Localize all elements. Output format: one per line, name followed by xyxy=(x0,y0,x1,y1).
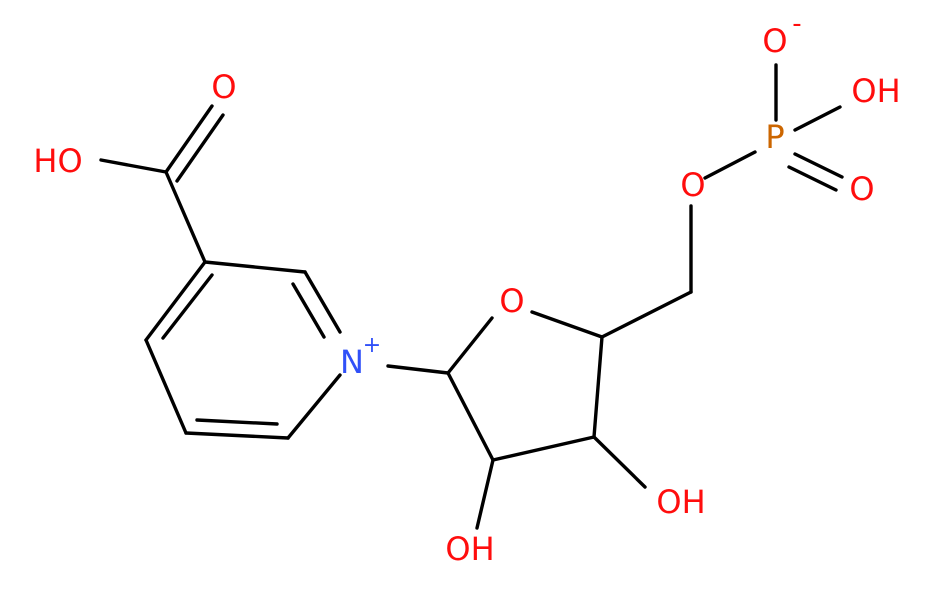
bond-c2-oh xyxy=(475,458,495,530)
bond-ring-5 xyxy=(144,338,188,435)
bond-c2-c1 xyxy=(446,371,495,462)
bond-ring-2 xyxy=(303,270,342,334)
bond-ring-6-inner xyxy=(161,273,214,340)
bond-n-c1 xyxy=(386,364,450,375)
atom-oh-phosphate: OH xyxy=(851,72,900,110)
charge-minus: - xyxy=(792,9,801,39)
atom-n-pyridinium: N xyxy=(340,343,364,381)
bond-c-o-double-b xyxy=(175,113,225,183)
bond-o-c4 xyxy=(530,310,604,339)
bond-c3-oh xyxy=(592,435,647,489)
atom-o-minus: O xyxy=(762,22,787,60)
atom-o-carbonyl: O xyxy=(211,68,236,106)
atom-oh-c2: OH xyxy=(445,530,494,568)
bond-c4-c5 xyxy=(600,290,693,339)
bond-ring-3 xyxy=(286,373,342,440)
bond-p-o-double-b xyxy=(787,165,838,192)
bond-ring-2-inner xyxy=(291,282,326,339)
bond-c-o-double-a xyxy=(164,104,214,174)
atom-oh-c3: OH xyxy=(656,483,705,521)
atom-phosphorus: P xyxy=(765,118,784,156)
bond-c1-o xyxy=(446,316,494,375)
bond-ring-4-inner xyxy=(195,418,279,426)
bond-ring-1 xyxy=(203,260,307,274)
bond-c-ho xyxy=(99,158,168,174)
bond-p-oh xyxy=(793,105,842,132)
bond-c4-c3 xyxy=(592,335,604,439)
bond-o-p xyxy=(703,150,757,180)
atom-ho-carboxyl: HO xyxy=(33,142,82,180)
atom-o-phosphoryl: O xyxy=(849,170,874,208)
bond-ring-4 xyxy=(184,431,290,440)
bond-p-o-double-a xyxy=(793,152,844,179)
atom-o-ester: O xyxy=(680,166,705,204)
charge-plus: + xyxy=(363,333,381,358)
bond-c-cooh xyxy=(164,170,207,264)
atom-o-ribose: O xyxy=(499,282,524,320)
bond-c3-c2 xyxy=(491,435,596,462)
bond-ring-6 xyxy=(144,260,207,342)
